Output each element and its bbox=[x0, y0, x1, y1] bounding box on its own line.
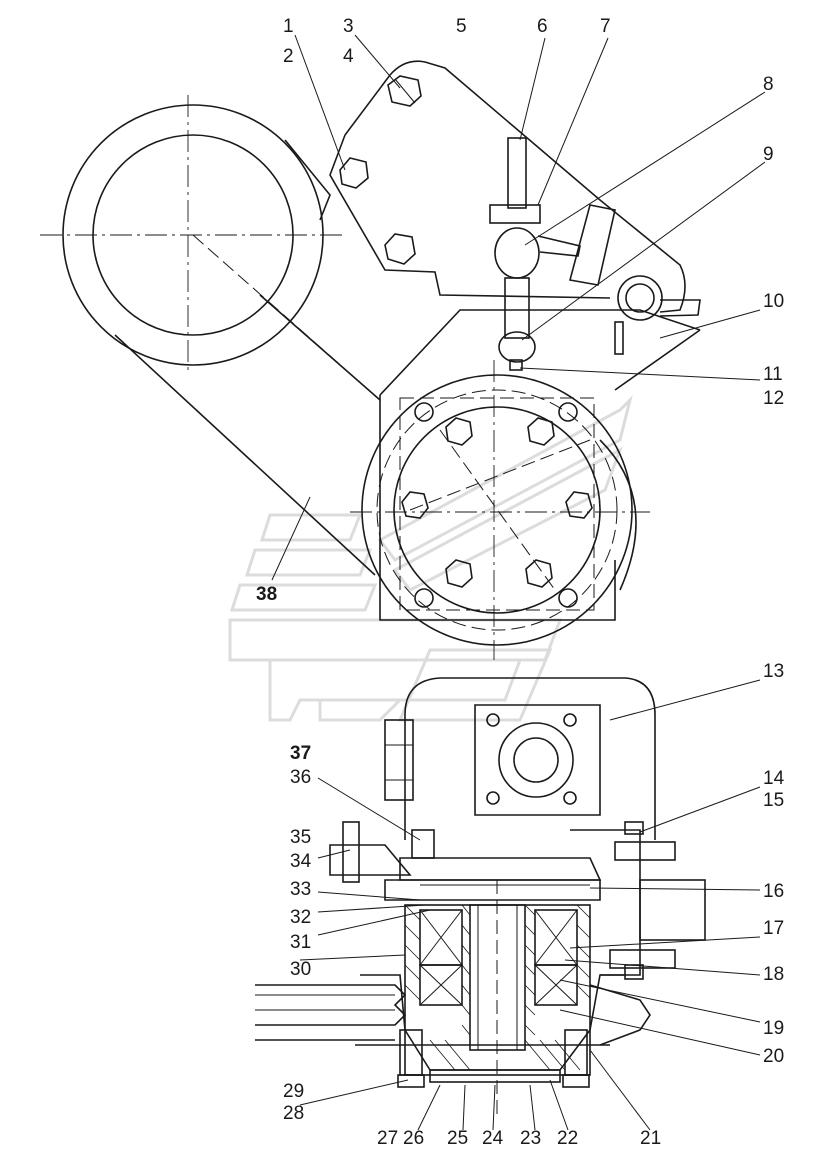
callout-6: 6 bbox=[537, 16, 548, 37]
right-clamp bbox=[570, 821, 706, 980]
callout-36: 36 bbox=[290, 767, 311, 788]
cover-bolts bbox=[401, 402, 593, 608]
callout-29: 29 bbox=[283, 1081, 304, 1102]
callout-9: 9 bbox=[763, 144, 774, 165]
bearing-section bbox=[355, 880, 625, 1120]
adjuster-rod bbox=[489, 137, 701, 371]
callout-11: 11 bbox=[763, 364, 783, 385]
callout-7: 7 bbox=[600, 16, 611, 37]
lower-housing bbox=[384, 677, 656, 840]
callout-2: 2 bbox=[283, 46, 294, 67]
callout-23: 23 bbox=[520, 1128, 541, 1149]
callout-38: 38 bbox=[256, 584, 277, 605]
callout-13: 13 bbox=[763, 661, 784, 682]
gearbox-housing bbox=[350, 309, 701, 660]
lever-bolts bbox=[329, 821, 602, 901]
callout-31: 31 bbox=[290, 932, 311, 953]
callout-labels: 1 2 3 4 5 6 7 8 9 10 11 12 13 14 15 16 1… bbox=[256, 16, 785, 1149]
upper-pulley bbox=[40, 95, 381, 401]
callout-22: 22 bbox=[557, 1128, 578, 1149]
callout-16: 16 bbox=[763, 881, 784, 902]
callout-28: 28 bbox=[283, 1103, 304, 1124]
callout-34: 34 bbox=[290, 851, 312, 872]
callout-19: 19 bbox=[763, 1018, 784, 1039]
callout-25: 25 bbox=[447, 1128, 468, 1149]
callout-17: 17 bbox=[763, 918, 784, 939]
drive-belt bbox=[255, 984, 651, 1046]
callout-21: 21 bbox=[640, 1128, 661, 1149]
tension-arm bbox=[114, 139, 381, 581]
callout-30: 30 bbox=[290, 959, 311, 980]
callout-10: 10 bbox=[763, 291, 784, 312]
callout-12: 12 bbox=[763, 388, 784, 409]
callout-37: 37 bbox=[290, 743, 311, 764]
callout-32: 32 bbox=[290, 907, 311, 928]
callout-8: 8 bbox=[763, 74, 774, 95]
callout-24: 24 bbox=[482, 1128, 504, 1149]
callout-35: 35 bbox=[290, 827, 311, 848]
callout-4: 4 bbox=[343, 46, 354, 67]
callout-33: 33 bbox=[290, 879, 311, 900]
callout-26: 26 bbox=[403, 1128, 424, 1149]
callout-15: 15 bbox=[763, 790, 784, 811]
callout-20: 20 bbox=[763, 1046, 784, 1067]
bracket-plate bbox=[329, 60, 686, 313]
callout-14: 14 bbox=[763, 768, 785, 789]
callout-27: 27 bbox=[377, 1128, 398, 1149]
callout-3: 3 bbox=[343, 16, 354, 37]
leader-lines bbox=[294, 34, 766, 1131]
callout-5: 5 bbox=[456, 16, 467, 37]
callout-18: 18 bbox=[763, 964, 784, 985]
callout-1: 1 bbox=[283, 16, 294, 37]
